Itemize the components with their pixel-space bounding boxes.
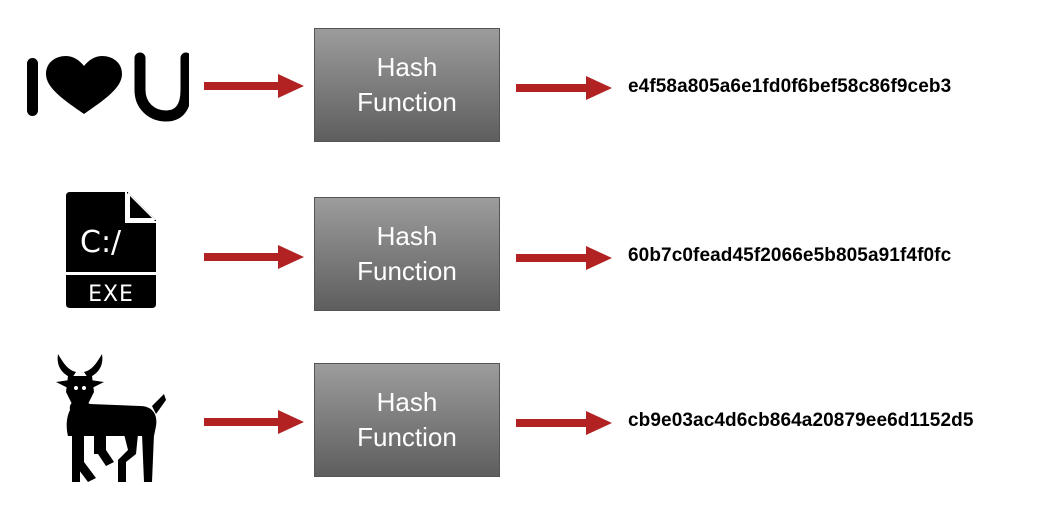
hash-digest-3: cb9e03ac4d6cb864a20879ee6d1152d5 (628, 410, 974, 431)
hash-function-label: Hash Function (357, 387, 457, 452)
arrow-input-to-hash-1 (204, 74, 304, 98)
goat-icon (54, 352, 168, 484)
hash-function-label: Hash Function (357, 221, 457, 286)
hash-function-box-2: Hash Function (314, 197, 500, 311)
i-heart-u-icon (24, 52, 192, 122)
hash-digest-1: e4f58a805a6e1fd0f6bef58c86f9ceb3 (628, 76, 952, 97)
arrow-hash-to-digest-1 (516, 76, 612, 100)
hash-function-label: Hash Function (357, 52, 457, 117)
arrow-hash-to-digest-2 (516, 246, 612, 270)
arrow-hash-to-digest-3 (516, 411, 612, 435)
hash-function-box-1: Hash Function (314, 28, 500, 142)
hash-digest-2: 60b7c0fead45f2066e5b805a91f4f0fc (628, 245, 952, 266)
svg-text:C:/: C:/ (80, 225, 122, 260)
hash-function-box-3: Hash Function (314, 363, 500, 477)
arrow-input-to-hash-3 (204, 410, 304, 434)
exe-file-icon: C:/ EXE (66, 192, 156, 308)
arrow-input-to-hash-2 (204, 245, 304, 269)
exe-caption: EXE (88, 282, 134, 307)
